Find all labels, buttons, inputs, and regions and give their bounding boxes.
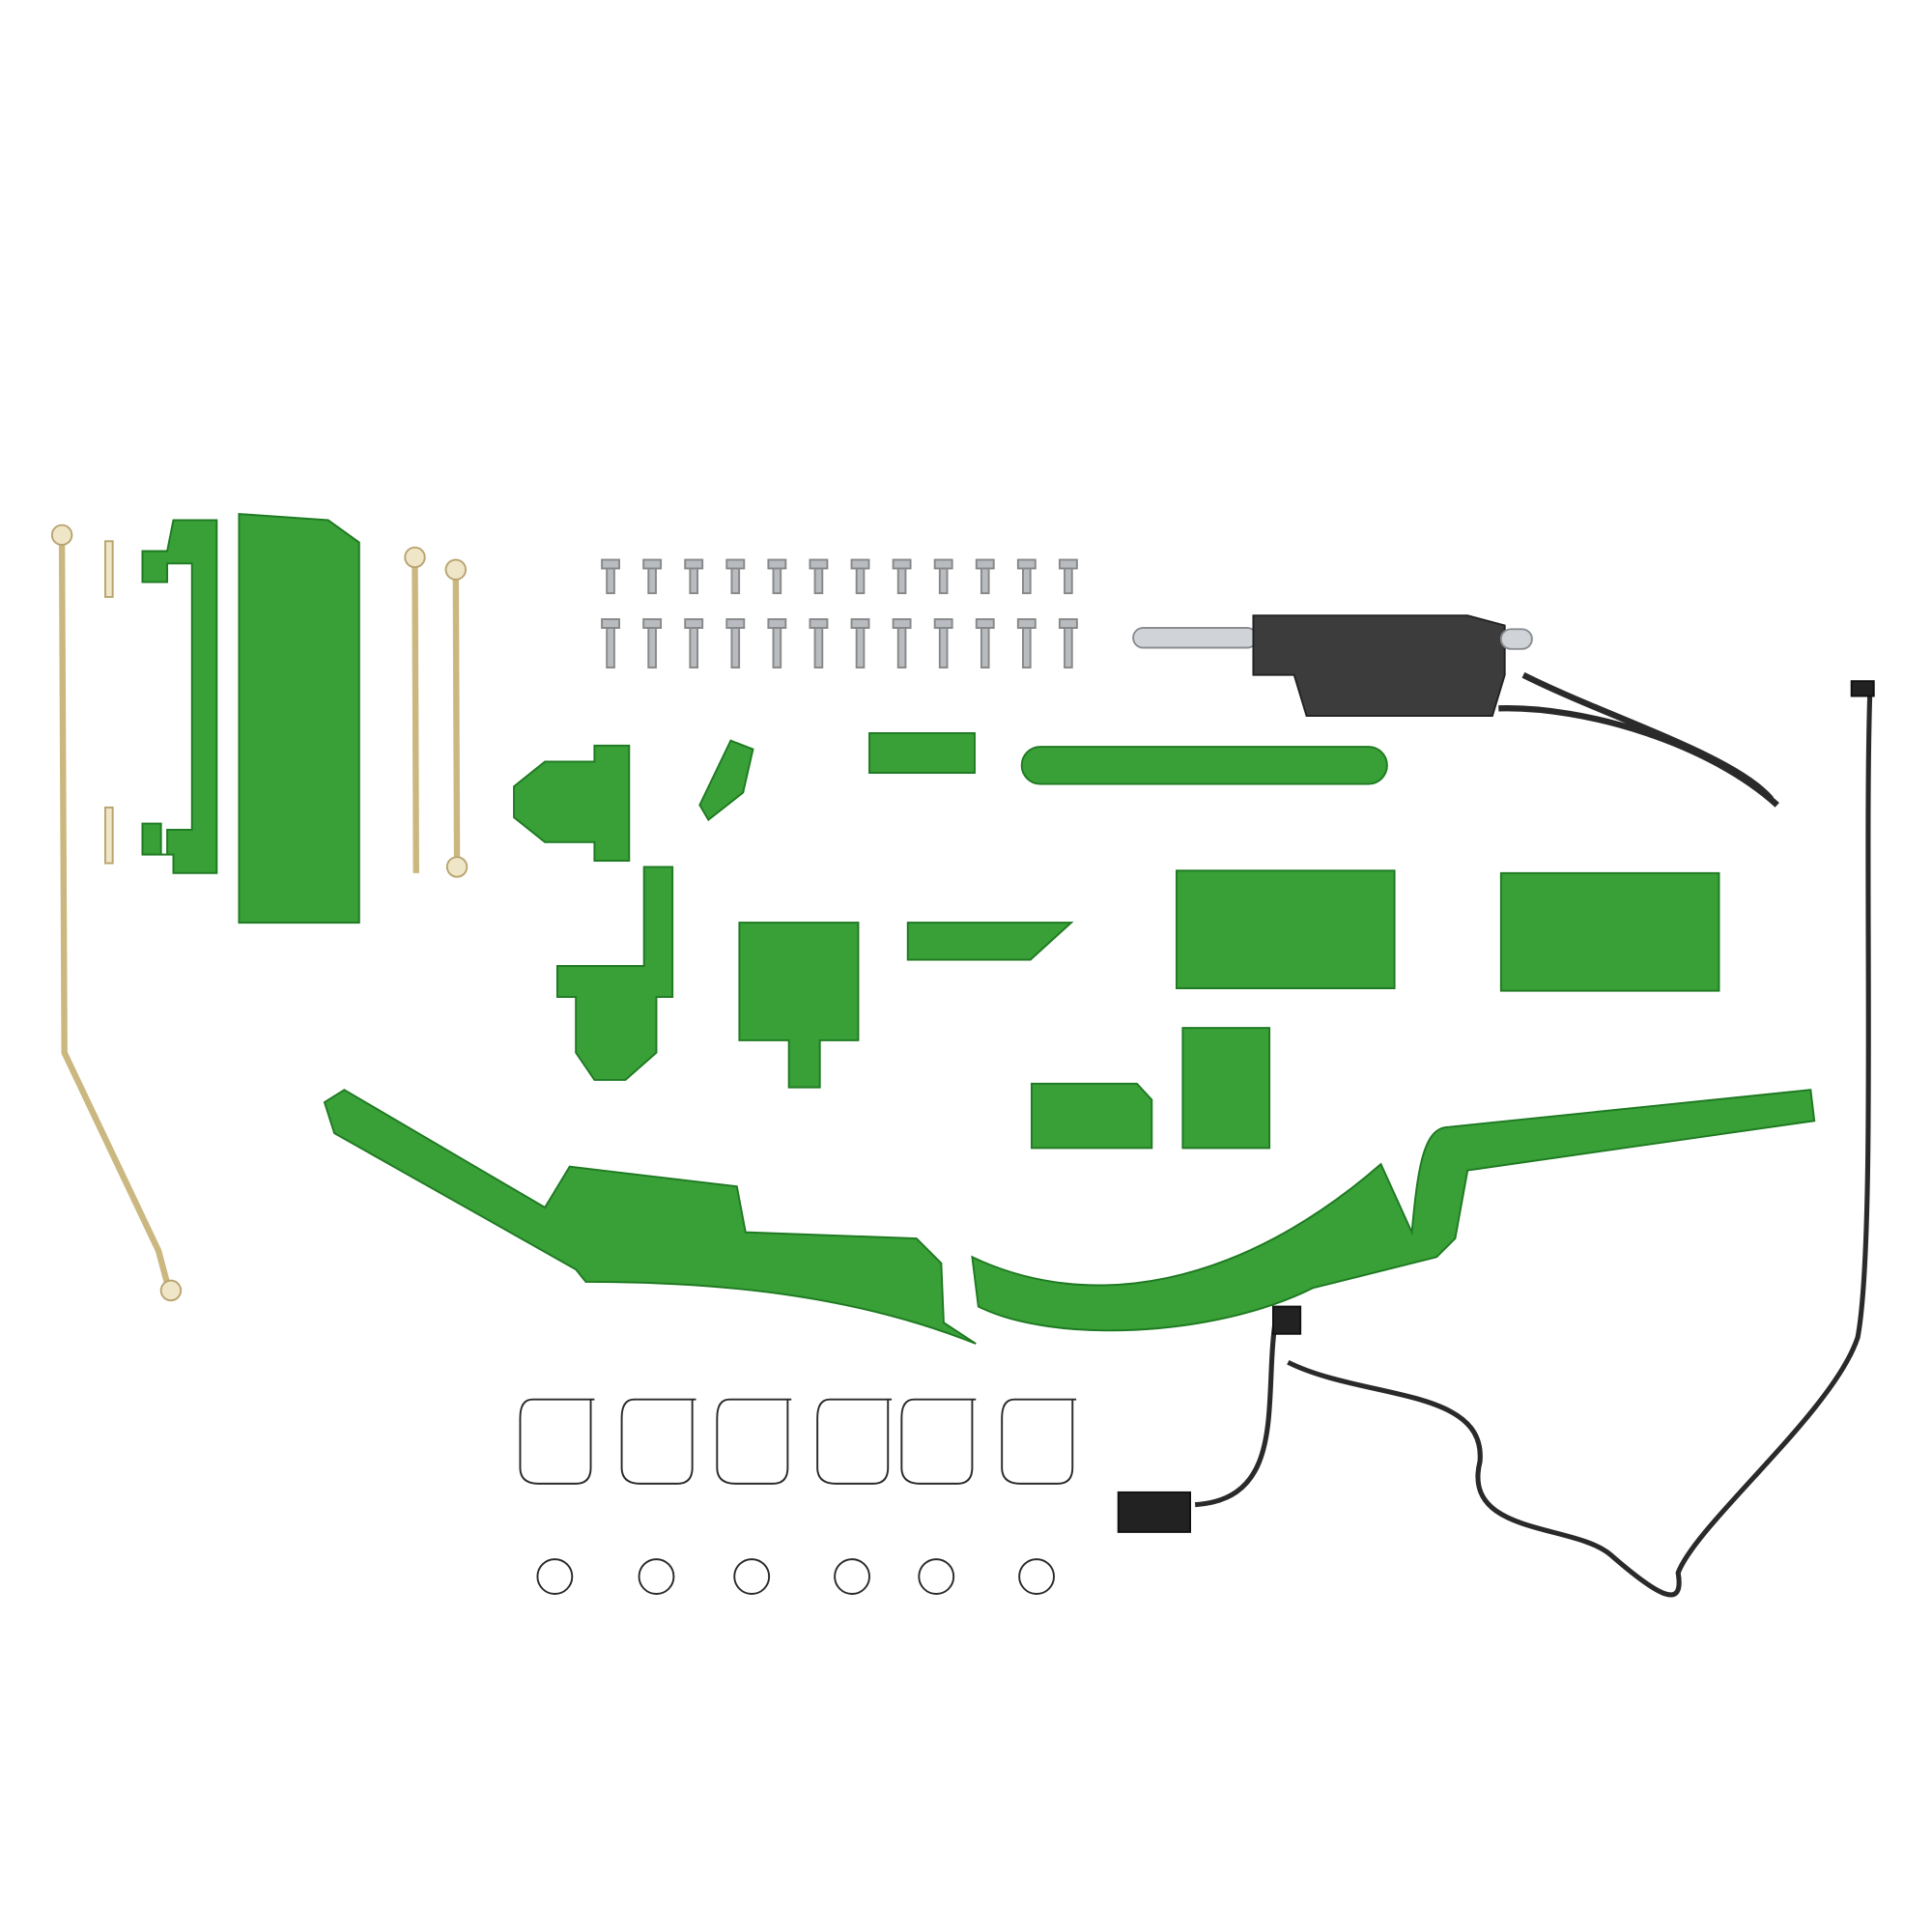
bolt: [1058, 618, 1078, 668]
cable-tie-head: [1850, 680, 1875, 697]
box-cover: [1181, 1027, 1271, 1150]
hair-pin-clip: [900, 1398, 977, 1485]
hair-pin-clip: [816, 1398, 893, 1485]
hinge-bracket: [513, 744, 631, 862]
flat-plate: [1175, 869, 1396, 990]
bolt: [684, 618, 704, 668]
hair-pin-clip: [716, 1398, 792, 1485]
bolt: [642, 618, 663, 668]
pin: [104, 540, 114, 598]
angle-plate: [906, 922, 1074, 961]
actuator-rod-end: [1499, 628, 1533, 650]
rod-end-eye: [50, 524, 73, 547]
nut: [642, 558, 663, 595]
nut: [767, 558, 787, 595]
tray-bracket: [1030, 1082, 1153, 1150]
nut: [809, 558, 829, 595]
long-strap: [1020, 746, 1388, 785]
hair-pin-clip: [1001, 1398, 1077, 1485]
hair-pin-clip: [620, 1398, 696, 1485]
rod-end-eye: [445, 856, 469, 878]
nut: [1016, 558, 1037, 595]
bolt: [975, 618, 995, 668]
mount-bracket: [555, 866, 674, 1081]
linear-actuator: [1252, 614, 1506, 717]
nut: [684, 558, 704, 595]
bolt: [601, 618, 620, 668]
bolt: [725, 618, 746, 668]
actuator-rod: [1132, 627, 1259, 649]
long-control-rod: [58, 545, 172, 1290]
bolt: [933, 618, 953, 668]
bolt: [850, 618, 870, 668]
lynch-pin-ring: [638, 1558, 675, 1595]
nut: [1058, 558, 1078, 595]
right-side-frame: [971, 1089, 1816, 1332]
cover-panel: [238, 513, 360, 924]
flat-plate: [1499, 871, 1720, 992]
lynch-pin-ring: [834, 1558, 870, 1595]
nut: [850, 558, 870, 595]
channel-bracket: [868, 732, 976, 774]
short-rod: [452, 569, 461, 867]
connector: [1117, 1491, 1192, 1533]
left-side-frame: [323, 1089, 977, 1345]
nut: [892, 558, 912, 595]
bolt: [809, 618, 829, 668]
rod-end-eye: [159, 1279, 183, 1302]
bolt: [1016, 618, 1037, 668]
bolt: [767, 618, 787, 668]
link-plate: [698, 739, 754, 822]
lynch-pin-ring: [733, 1558, 771, 1595]
lynch-pin-ring: [918, 1558, 955, 1595]
nut: [725, 558, 746, 595]
bolt: [892, 618, 912, 668]
nut: [975, 558, 995, 595]
rod-end-eye: [404, 546, 426, 569]
handle-bracket: [141, 519, 218, 874]
hair-pin-clip: [519, 1398, 595, 1485]
connector: [1271, 1305, 1302, 1335]
slotted-plate: [738, 922, 860, 1089]
nut: [933, 558, 953, 595]
short-rod: [412, 556, 419, 873]
lynch-pin-ring: [1018, 1558, 1055, 1595]
rod-end-eye: [444, 558, 468, 581]
actuator-cable: [1498, 671, 1779, 808]
wiring-harness: [1195, 687, 1873, 1598]
nut: [601, 558, 620, 595]
lynch-pin-ring: [536, 1558, 574, 1595]
pin: [104, 806, 114, 865]
